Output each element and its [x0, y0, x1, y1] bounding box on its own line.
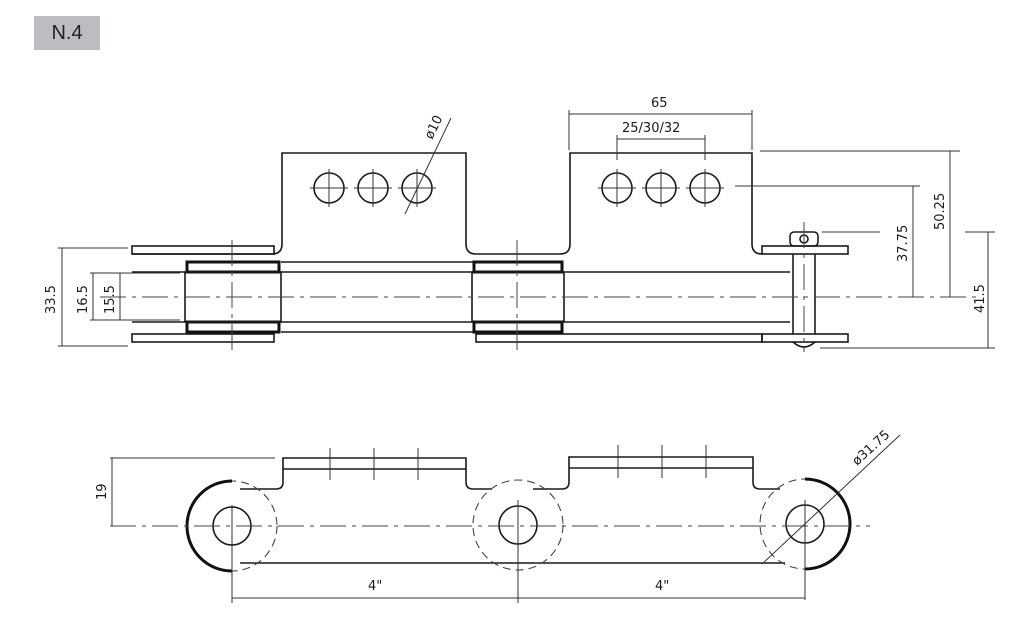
height-top-edge-label: 50.25 [933, 193, 948, 230]
height-top-holes-label: 37.75 [896, 225, 911, 262]
roller-width-label: 15.5 [103, 285, 118, 314]
side-view: 19 4" 4" ø31.75 [95, 428, 901, 603]
pin-height-label: 41.5 [973, 284, 988, 313]
top-view: ø10 65 25/30/32 [44, 96, 995, 352]
figure-label: N.4 [34, 16, 100, 50]
outer-width-label: 33.5 [44, 285, 59, 314]
right-holes [598, 169, 724, 207]
pitch-left-label: 4" [368, 579, 382, 594]
plate-height-label: 19 [95, 483, 110, 500]
pitch-right-label: 4" [655, 579, 669, 594]
hole-diameter-label: ø10 [422, 113, 446, 142]
attachment-width-label: 65 [651, 96, 668, 111]
left-holes [310, 117, 452, 215]
roller-diameter-label: ø31.75 [850, 428, 894, 469]
hole-spacing-label: 25/30/32 [622, 121, 680, 136]
right-attachment-plate [476, 152, 763, 255]
inner-width-label: 16.5 [76, 285, 91, 314]
left-attachment-plate [132, 152, 477, 255]
